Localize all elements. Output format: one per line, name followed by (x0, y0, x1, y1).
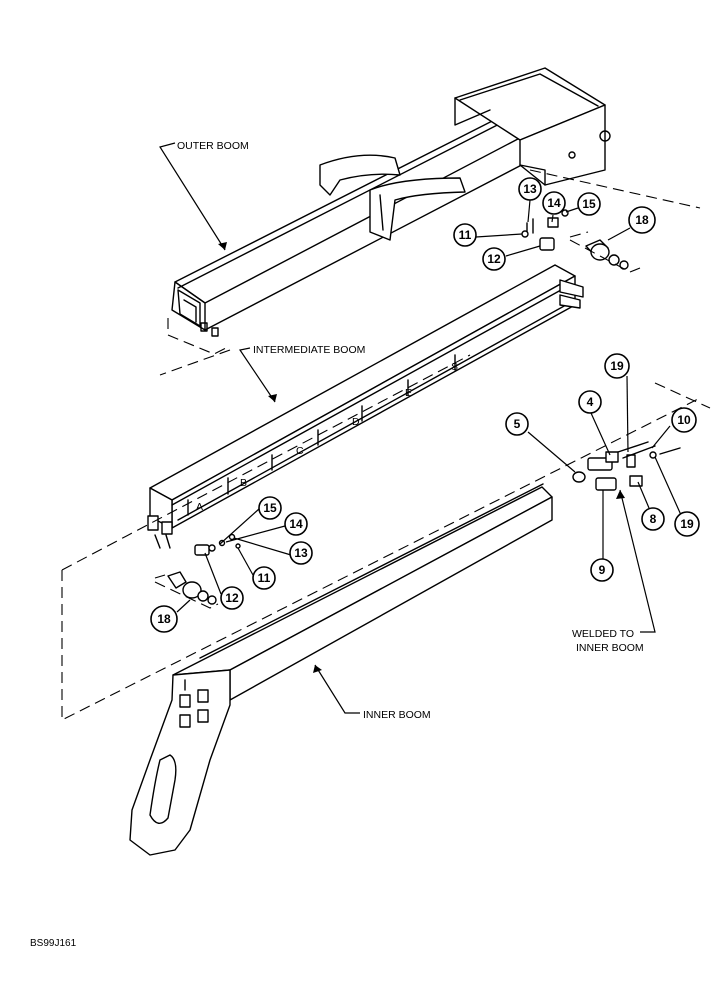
svg-text:14: 14 (547, 196, 561, 210)
svg-text:11: 11 (258, 571, 271, 585)
callout-11-lower: 11 (252, 566, 276, 590)
callout-15-upper: 15 (577, 192, 601, 216)
callout-9: 9 (590, 558, 614, 582)
svg-text:12: 12 (487, 252, 501, 266)
svg-text:15: 15 (263, 501, 277, 515)
callout-19-lower: 19 (674, 511, 700, 537)
callout-12-upper: 12 (482, 247, 506, 271)
boom-letter-d: D (352, 416, 360, 428)
callout-18-lower: 18 (150, 605, 178, 633)
callout-15-lower: 15 (258, 496, 282, 520)
intermediate-boom-drawing (147, 169, 701, 549)
callout-10: 10 (671, 407, 697, 433)
callout-8: 8 (641, 507, 665, 531)
svg-text:19: 19 (680, 517, 694, 531)
intermediate-boom-label: INTERMEDIATE BOOM (253, 344, 365, 356)
callout-13-lower: 13 (289, 541, 313, 565)
figure-id: BS99J161 (30, 938, 77, 949)
hardware-lower-left (154, 533, 241, 609)
callout-13-upper: 13 (518, 177, 542, 201)
callout-5: 5 (505, 412, 529, 436)
callout-11-upper: 11 (453, 223, 477, 247)
leader-lines (159, 142, 682, 714)
hardware-upper-right (521, 209, 641, 273)
svg-text:13: 13 (294, 546, 308, 560)
boom-letter-a: A (196, 501, 203, 513)
callout-12-lower: 12 (220, 586, 244, 610)
svg-text:19: 19 (610, 359, 624, 373)
boom-letter-e: E (405, 387, 412, 399)
welded-label-line2: INNER BOOM (576, 642, 644, 654)
callout-4: 4 (578, 390, 602, 414)
svg-text:12: 12 (225, 591, 239, 605)
boom-letter-s: S (451, 361, 458, 373)
callout-14-lower: 14 (284, 512, 308, 536)
svg-text:18: 18 (635, 213, 649, 227)
outer-boom-label: OUTER BOOM (177, 140, 249, 152)
svg-text:9: 9 (599, 563, 606, 577)
svg-text:11: 11 (459, 228, 472, 242)
hardware-right-assembly (572, 441, 681, 491)
boom-letter-markings: A B C D E S (196, 361, 458, 513)
svg-text:4: 4 (587, 395, 594, 409)
callout-18-upper: 18 (628, 206, 656, 234)
svg-text:15: 15 (582, 197, 596, 211)
svg-text:14: 14 (289, 517, 303, 531)
welded-label-line1: WELDED TO (572, 628, 634, 640)
callout-14-upper: 14 (542, 191, 566, 215)
inner-boom-label: INNER BOOM (363, 709, 431, 721)
callout-19-upper: 19 (604, 353, 630, 379)
svg-text:10: 10 (677, 413, 691, 427)
boom-letter-c: C (296, 445, 304, 457)
svg-text:8: 8 (650, 512, 657, 526)
inner-boom-drawing (61, 354, 711, 856)
boom-letter-b: B (240, 477, 247, 489)
svg-text:18: 18 (157, 612, 171, 626)
svg-text:5: 5 (514, 417, 521, 431)
outer-boom-drawing (167, 67, 611, 355)
svg-text:13: 13 (523, 182, 537, 196)
